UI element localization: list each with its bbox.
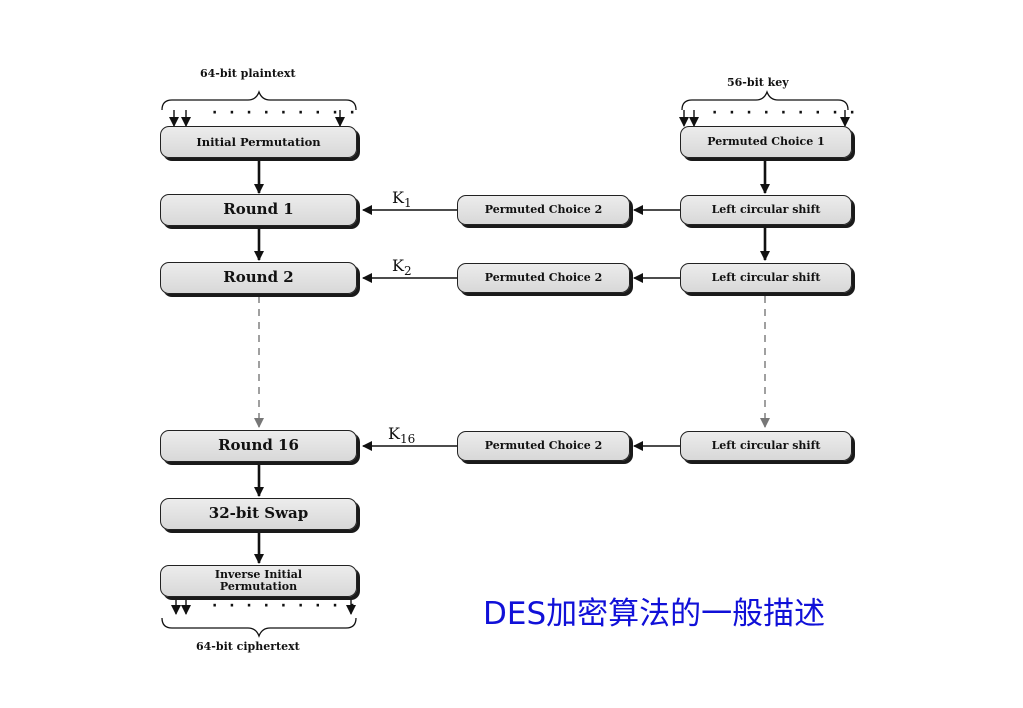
round-1-box: Round 1	[160, 194, 357, 226]
inverse-line-1: Inverse Initial	[214, 568, 303, 582]
permuted-choice-2-box-2: Permuted Choice 2	[457, 263, 630, 293]
round-16-box: Round 16	[160, 430, 357, 462]
permuted-choice-1-box: Permuted Choice 1	[680, 126, 852, 158]
key-brace	[681, 90, 849, 111]
plaintext-label: 64-bit plaintext	[200, 67, 296, 80]
swap-box: 32-bit Swap	[160, 498, 357, 530]
slide-caption: DES加密算法的一般描述	[483, 596, 826, 632]
permuted-choice-2-box-1: Permuted Choice 2	[457, 195, 630, 225]
left-shift-box-2: Left circular shift	[680, 263, 852, 293]
round-2-box: Round 2	[160, 262, 357, 294]
inverse-permutation-box: Inverse Initial Permutation	[160, 565, 357, 597]
key-label: 56-bit key	[727, 76, 789, 89]
left-shift-box-16: Left circular shift	[680, 431, 852, 461]
initial-permutation-box: Initial Permutation	[160, 126, 357, 158]
k1-label: K1	[392, 188, 412, 210]
inverse-line-2: Permutation	[219, 580, 298, 593]
ciphertext-label: 64-bit ciphertext	[196, 640, 300, 653]
k16-label: K16	[388, 424, 416, 446]
left-shift-box-1: Left circular shift	[680, 195, 852, 225]
plaintext-dots: · · · · · · · · ·	[212, 105, 359, 121]
k2-label: K2	[392, 256, 412, 278]
ciphertext-dots: · · · · · · · · ·	[212, 598, 359, 614]
plaintext-brace	[161, 90, 357, 111]
permuted-choice-2-box-16: Permuted Choice 2	[457, 431, 630, 461]
key-dots: · · · · · · · · ·	[712, 105, 859, 121]
ciphertext-brace	[161, 617, 357, 638]
